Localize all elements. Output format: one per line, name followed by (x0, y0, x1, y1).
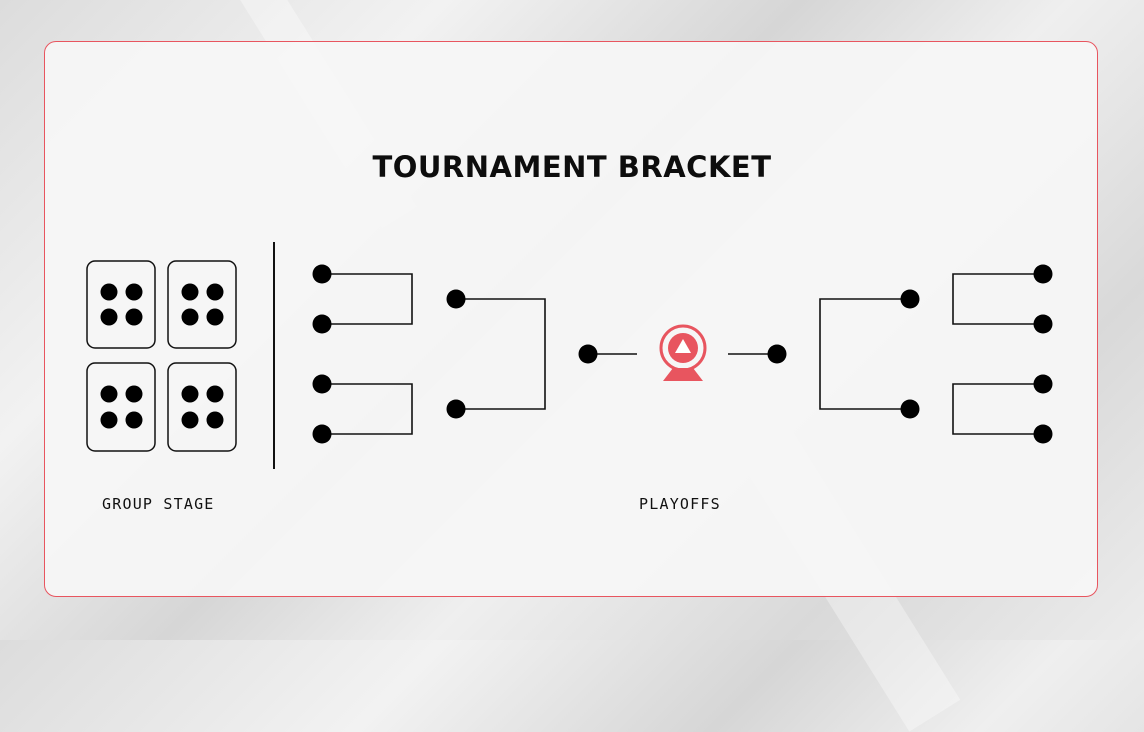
group-dot (181, 411, 199, 429)
group-box-b (167, 260, 237, 349)
bracket-dot (446, 399, 466, 419)
group-dot (100, 411, 118, 429)
group-dots (100, 283, 224, 429)
trophy-icon (659, 324, 707, 381)
bracket-dot (312, 264, 332, 284)
group-stage (86, 260, 237, 452)
group-dot (181, 308, 199, 326)
bracket-line (952, 273, 1042, 325)
left-bracket (323, 273, 637, 435)
group-dot (100, 385, 118, 403)
bracket-dot (900, 399, 920, 419)
right-bracket-dots (767, 264, 1053, 444)
bracket-dot (312, 314, 332, 334)
group-dot (100, 308, 118, 326)
bracket-dot (578, 344, 598, 364)
group-dot (125, 308, 143, 326)
group-stage-label: GROUP STAGE (102, 495, 215, 513)
bracket-line (323, 273, 413, 325)
bracket-dot (1033, 264, 1053, 284)
bracket-dot (1033, 424, 1053, 444)
group-dot (206, 308, 224, 326)
bracket-dot (900, 289, 920, 309)
group-dot (206, 283, 224, 301)
group-dot (206, 385, 224, 403)
bracket-dot (312, 374, 332, 394)
group-dot (206, 411, 224, 429)
group-box-d (167, 362, 237, 452)
bracket-dot (446, 289, 466, 309)
group-dot (181, 283, 199, 301)
bracket-dot (312, 424, 332, 444)
bracket-dot (1033, 374, 1053, 394)
group-dot (181, 385, 199, 403)
bracket-line (323, 383, 413, 435)
group-dot (100, 283, 118, 301)
playoffs-label: PLAYOFFS (639, 495, 721, 513)
group-dot (125, 411, 143, 429)
bracket-line (952, 383, 1042, 435)
page-title: TOURNAMENT BRACKET (372, 150, 772, 184)
group-dot (125, 283, 143, 301)
left-bracket-dots (312, 264, 598, 444)
group-box-c (86, 362, 156, 452)
group-box-a (86, 260, 156, 349)
bracket-line (456, 298, 546, 410)
bracket-dot (767, 344, 787, 364)
bracket-dot (1033, 314, 1053, 334)
group-dot (125, 385, 143, 403)
bracket-line (819, 298, 909, 410)
bracket-diagram (86, 242, 1053, 469)
